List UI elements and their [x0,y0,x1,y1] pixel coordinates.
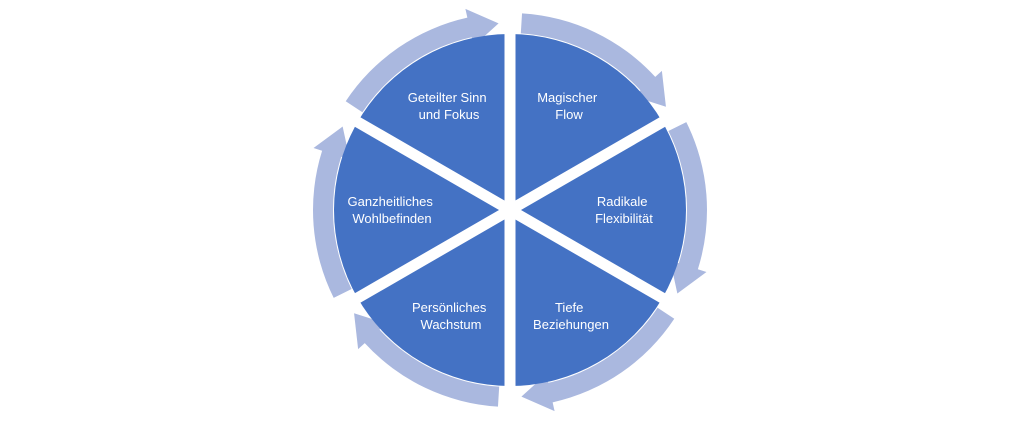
pie-segment-2 [510,210,663,386]
segment-label-radikale-flexibilitaet: Radikale Flexibilität [595,194,653,226]
pie-segment-3 [357,210,510,386]
cycle-arrow-0 [520,13,666,107]
segment-label-magischer-flow: Magischer Flow [537,90,601,122]
pie-segment-1 [510,122,686,298]
pie-segment-4 [334,122,510,298]
segment-label-geteilter-sinn: Geteilter Sinn und Fokus [408,90,490,122]
segment-label-line1: Magischer [537,90,598,105]
segment-label-ganzheitliches-wohlbefinden: Ganzheitliches Wohlbefinden [348,194,437,226]
cycle-arrow-1 [668,122,707,294]
segment-label-line2: Flexibilität [595,211,653,226]
cycle-arrow-5 [345,8,499,113]
cycle-arrow-3 [354,313,500,407]
segment-labels: Magischer Flow Radikale Flexibilität Tie… [348,90,654,332]
pie-segment-0 [510,34,663,210]
cycle-arrows [313,8,707,412]
cycle-arrow-4 [313,126,352,298]
segment-label-tiefe-beziehungen: Tiefe Beziehungen [533,300,609,332]
pie-segment-5 [357,33,510,210]
segment-label-line1: Radikale [597,194,648,209]
segment-label-line1: Ganzheitliches [348,194,434,209]
segment-label-line2: Wachstum [421,317,482,332]
segment-separator-1 [507,99,696,215]
segment-label-line2: Beziehungen [533,317,609,332]
segment-separator-5 [324,99,513,215]
segment-label-line2: Wohlbefinden [352,211,431,226]
segment-label-line1: Geteilter Sinn [408,90,487,105]
segment-label-line1: Persönliches [412,300,487,315]
segment-label-line1: Tiefe [555,300,583,315]
segment-separator-4 [324,205,513,321]
segment-label-line2: und Fokus [419,107,480,122]
segment-separator-2 [507,205,696,321]
segment-label-line2: Flow [555,107,583,122]
segment-label-persoenliches-wachstum: Persönliches Wachstum [412,300,490,332]
cycle-arrow-2 [521,307,675,412]
pie-segments [324,0,696,421]
